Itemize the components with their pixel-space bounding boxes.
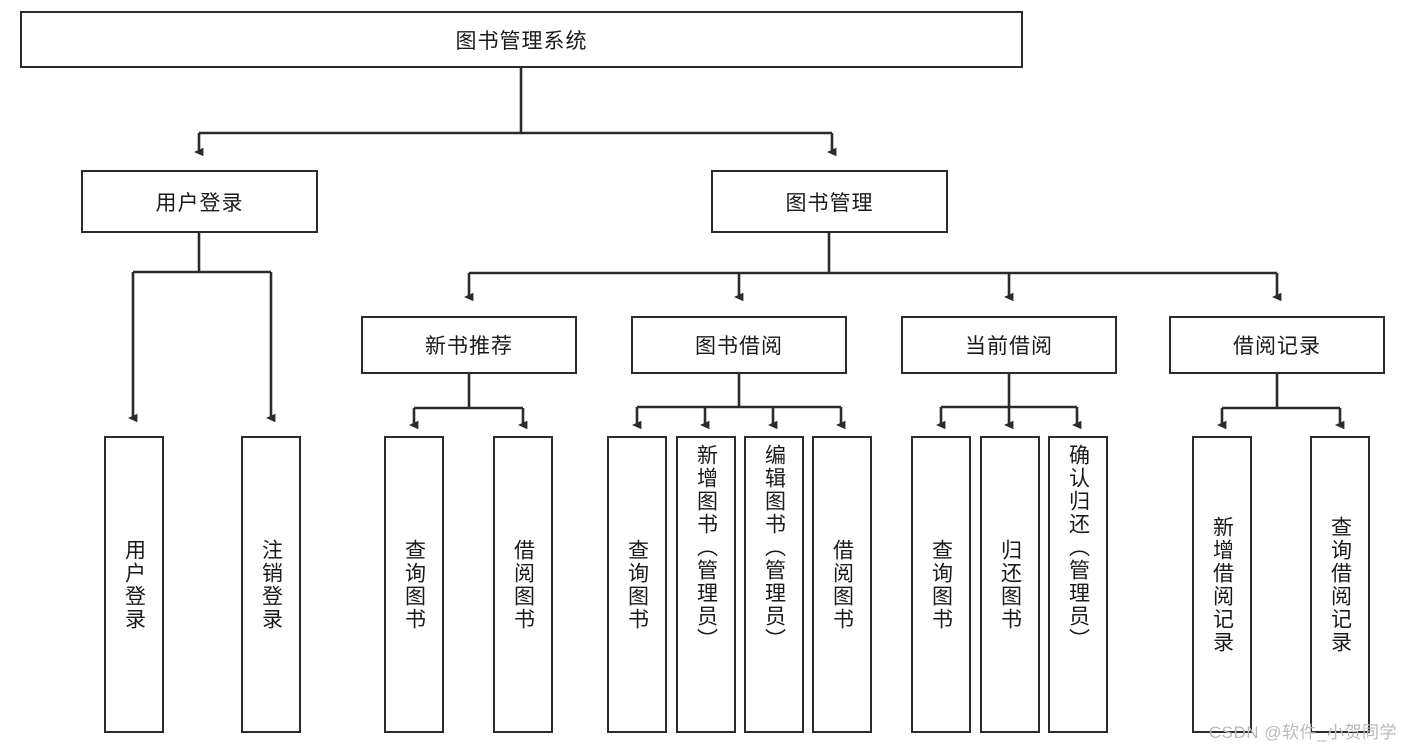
node-leaf-edit-book[interactable]: 编辑图书（管理员）: [744, 436, 804, 733]
node-borrow-record-label: 借阅记录: [1233, 335, 1321, 358]
node-user-login-label: 用户登录: [155, 191, 244, 215]
node-leaf-confirm-return[interactable]: 确认归还（管理员）: [1048, 436, 1108, 733]
node-leaf-query-record-label: 查询借阅记录: [1328, 515, 1352, 654]
node-leaf-user-login-label: 用户登录: [122, 538, 146, 631]
node-new-book-recommend[interactable]: 新书推荐: [361, 316, 577, 374]
node-leaf-query-book-2-label: 查询图书: [625, 538, 649, 631]
node-new-book-recommend-label: 新书推荐: [425, 335, 513, 358]
node-leaf-query-record[interactable]: 查询借阅记录: [1310, 436, 1370, 733]
node-borrow-record[interactable]: 借阅记录: [1169, 316, 1385, 374]
node-leaf-confirm-return-label: 确认归还（管理员）: [1066, 444, 1090, 651]
node-leaf-borrow-book-1-label: 借阅图书: [511, 538, 535, 631]
node-leaf-query-book-2[interactable]: 查询图书: [607, 436, 667, 733]
node-leaf-return-book[interactable]: 归还图书: [980, 436, 1040, 733]
node-leaf-add-book[interactable]: 新增图书（管理员）: [676, 436, 736, 733]
watermark-text: CSDN @软件_小贺同学: [1208, 723, 1397, 742]
node-leaf-query-book-3-label: 查询图书: [929, 538, 953, 631]
node-leaf-borrow-book-2-label: 借阅图书: [830, 538, 854, 631]
node-leaf-borrow-book-2[interactable]: 借阅图书: [812, 436, 872, 733]
node-leaf-user-login[interactable]: 用户登录: [104, 436, 164, 733]
node-user-login[interactable]: 用户登录: [81, 170, 318, 233]
node-current-borrow[interactable]: 当前借阅: [901, 316, 1117, 374]
node-book-borrow[interactable]: 图书借阅: [631, 316, 847, 374]
node-leaf-query-book-3[interactable]: 查询图书: [911, 436, 971, 733]
node-current-borrow-label: 当前借阅: [965, 335, 1053, 358]
node-root-label: 图书管理系统: [455, 29, 588, 53]
node-leaf-query-book-1-label: 查询图书: [402, 538, 426, 631]
node-leaf-borrow-book-1[interactable]: 借阅图书: [493, 436, 553, 733]
node-leaf-logout-login[interactable]: 注销登录: [241, 436, 301, 733]
node-leaf-return-book-label: 归还图书: [998, 538, 1022, 631]
node-leaf-edit-book-label: 编辑图书（管理员）: [762, 444, 786, 651]
node-book-borrow-label: 图书借阅: [695, 335, 783, 358]
node-leaf-query-book-1[interactable]: 查询图书: [384, 436, 444, 733]
node-leaf-add-record-label: 新增借阅记录: [1210, 515, 1234, 654]
node-leaf-logout-login-label: 注销登录: [259, 538, 283, 631]
node-book-management[interactable]: 图书管理: [711, 170, 948, 233]
node-leaf-add-record[interactable]: 新增借阅记录: [1192, 436, 1252, 733]
node-book-management-label: 图书管理: [785, 191, 874, 215]
node-root[interactable]: 图书管理系统: [20, 11, 1023, 68]
node-leaf-add-book-label: 新增图书（管理员）: [694, 444, 718, 651]
